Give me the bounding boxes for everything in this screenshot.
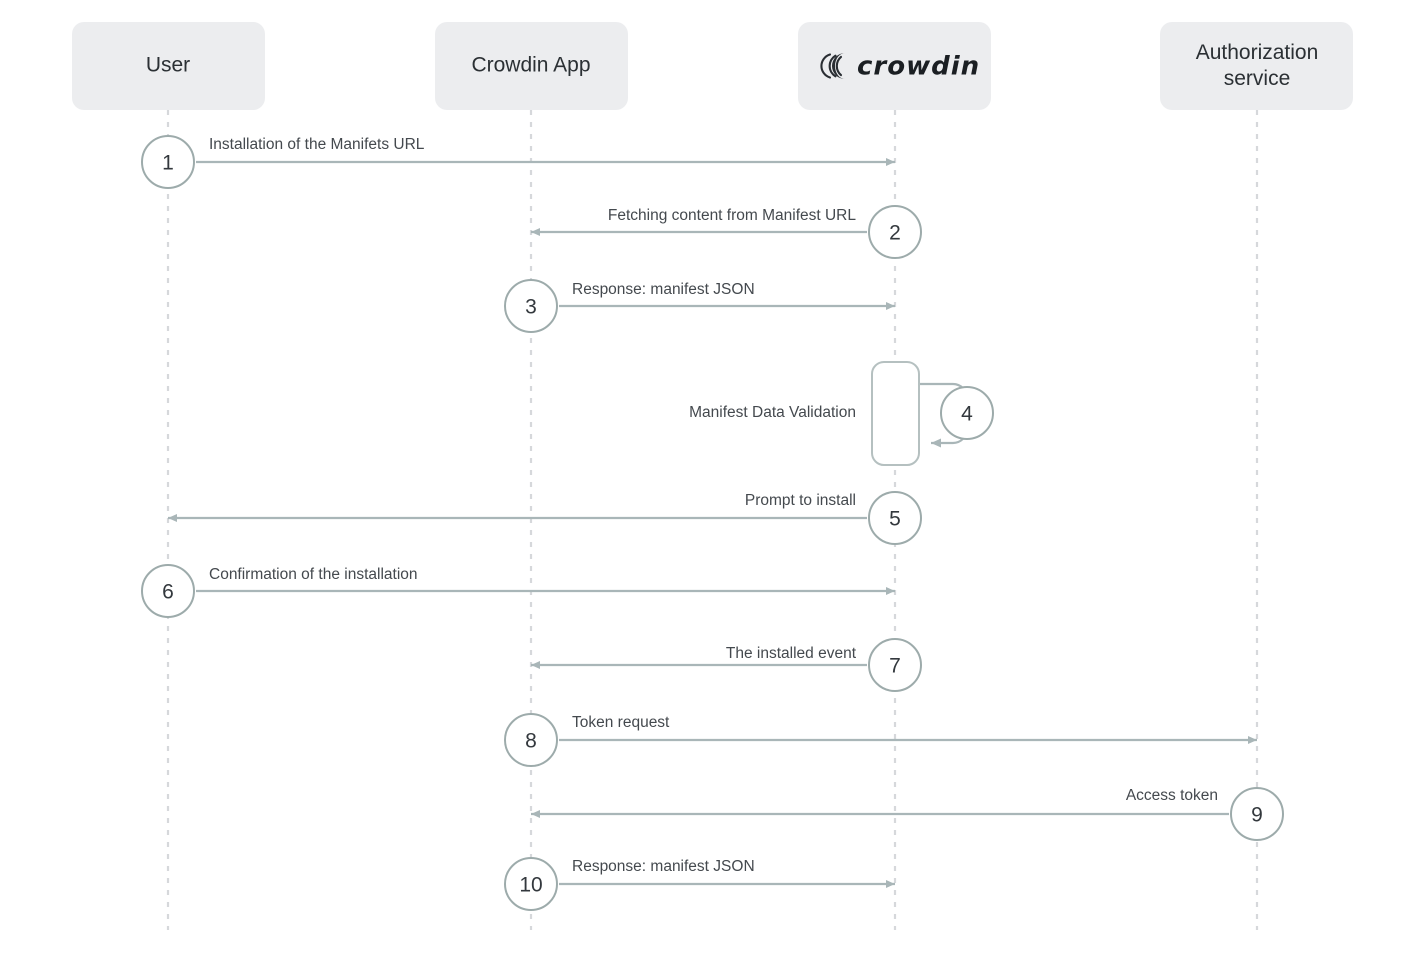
message-2: Fetching content from Manifest URL	[531, 207, 867, 236]
activation-group	[871, 361, 920, 466]
message-9: Access token	[531, 787, 1229, 818]
message-label-9: Access token	[1126, 787, 1218, 804]
step-marker-10[interactable]: 10	[504, 857, 558, 911]
step-circle-4	[940, 386, 994, 440]
participant-user[interactable]: User	[72, 22, 265, 110]
step-number-8: 8	[525, 730, 537, 753]
step-number-5: 5	[889, 508, 901, 531]
participant-box-crowdin-app	[435, 22, 628, 110]
participant-box-crowdin	[798, 22, 991, 110]
step-circle-7	[868, 638, 922, 692]
crowdin-wordmark: crowdin	[857, 52, 980, 82]
message-label-1: Installation of the Manifets URL	[209, 136, 425, 153]
message-label-3: Response: manifest JSON	[572, 281, 755, 298]
message-4: Manifest Data Validation	[689, 382, 969, 448]
step-marker-5[interactable]: 5	[868, 491, 922, 545]
step-marker-4[interactable]: 4	[940, 386, 994, 440]
step-marker-3[interactable]: 3	[504, 279, 558, 333]
manifest-validation-activation	[871, 361, 920, 466]
message-label-8: Token request	[572, 714, 670, 731]
participant-crowdin[interactable]: crowdin	[798, 22, 991, 110]
step-number-4: 4	[961, 403, 973, 426]
message-label-6: Confirmation of the installation	[209, 566, 418, 583]
step-number-10: 10	[519, 874, 542, 897]
participant-box-auth-service	[1160, 22, 1353, 110]
step-marker-7[interactable]: 7	[868, 638, 922, 692]
step-marker-9[interactable]: 9	[1230, 787, 1284, 841]
message-8: Token request	[559, 714, 1257, 744]
step-number-7: 7	[889, 655, 901, 678]
step-circle-6	[141, 564, 195, 618]
message-label-2: Fetching content from Manifest URL	[608, 207, 856, 224]
message-label-4: Manifest Data Validation	[689, 404, 856, 421]
participant-label-crowdin-app: Crowdin App	[471, 54, 590, 77]
participant-box-user	[72, 22, 265, 110]
step-number-3: 3	[525, 296, 537, 319]
message-7: The installed event	[531, 645, 867, 669]
message-5: Prompt to install	[168, 492, 867, 522]
message-1: Installation of the Manifets URL	[196, 136, 895, 166]
step-marker-6[interactable]: 6	[141, 564, 195, 618]
step-marker-8[interactable]: 8	[504, 713, 558, 767]
step-circle-9	[1230, 787, 1284, 841]
step-circle-3	[504, 279, 558, 333]
step-circle-2	[868, 205, 922, 259]
message-label-10: Response: manifest JSON	[572, 858, 755, 875]
step-number-1: 1	[162, 152, 174, 175]
step-marker-2[interactable]: 2	[868, 205, 922, 259]
step-markers-group: 1 2 3 4 5 6 7 8 9 10	[141, 135, 1284, 911]
message-3: Response: manifest JSON	[559, 281, 895, 310]
step-circle-10	[504, 857, 558, 911]
message-label-5: Prompt to install	[745, 492, 856, 509]
crowdin-swoosh-icon	[820, 53, 845, 79]
step-circle-1	[141, 135, 195, 189]
step-number-6: 6	[162, 581, 174, 604]
step-number-2: 2	[889, 222, 901, 245]
step-circle-5	[868, 491, 922, 545]
step-marker-1[interactable]: 1	[141, 135, 195, 189]
message-6: Confirmation of the installation	[196, 566, 895, 595]
step-number-9: 9	[1251, 804, 1263, 827]
message-label-7: The installed event	[726, 645, 857, 662]
participant-crowdin-app[interactable]: Crowdin App	[435, 22, 628, 110]
messages-group: Installation of the Manifets URL Fetching…	[168, 136, 1257, 888]
participant-label-user: User	[146, 54, 190, 77]
step-circle-8	[504, 713, 558, 767]
message-10: Response: manifest JSON	[559, 858, 895, 888]
